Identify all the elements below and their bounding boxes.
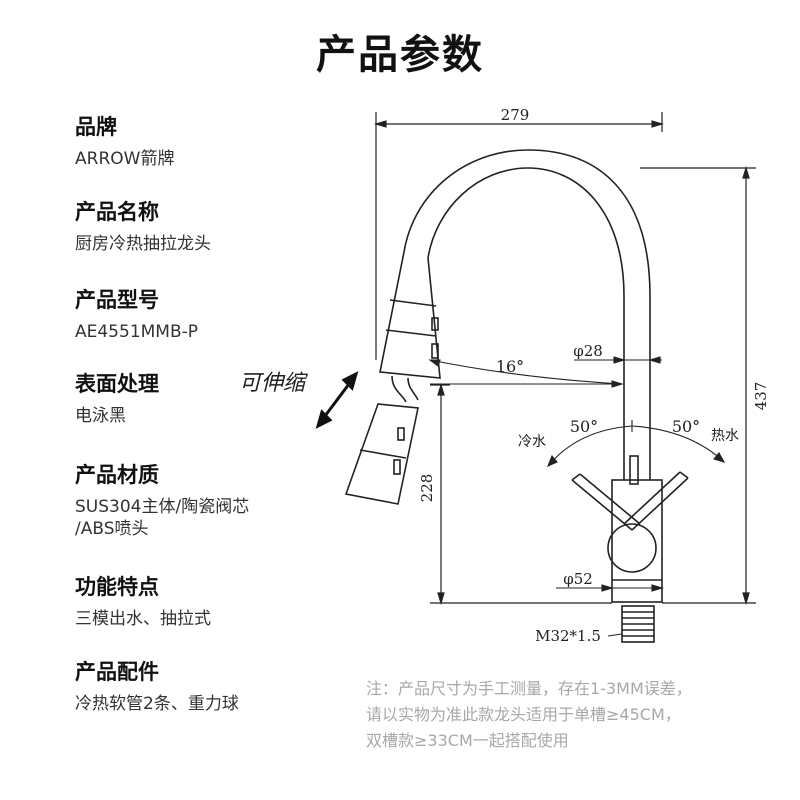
hot-water-label: 热水 — [711, 428, 739, 444]
spec-finish: 表面处理 电泳黑 — [75, 371, 335, 427]
angle-hot-label: 50° — [672, 417, 700, 436]
spec-material: 产品材质 SUS304主体/陶瓷阀芯 /ABS喷头 — [75, 462, 335, 540]
dim-pipe-diameter-label: φ28 — [573, 342, 603, 360]
spec-value: SUS304主体/陶瓷阀芯 /ABS喷头 — [75, 497, 250, 539]
spec-label: 功能特点 — [75, 575, 159, 599]
height-dimension — [640, 165, 756, 606]
page-title: 产品参数 — [316, 32, 484, 78]
dim-base-diameter-label: φ52 — [563, 570, 593, 588]
dim-width-label: 279 — [501, 106, 530, 124]
dim-thread-label: M32*1.5 — [535, 627, 601, 645]
measurement-note: 注：产品尺寸为手工测量，存在1-3MM误差， 请以实物为准此款龙头适用于单槽≥4… — [366, 676, 786, 754]
dim-spout-height-label: 228 — [418, 474, 436, 503]
base-diameter-dimension — [556, 584, 664, 592]
spec-accessories: 产品配件 冷热软管2条、重力球 — [75, 659, 335, 715]
angle-cold-label: 50° — [570, 417, 598, 436]
spec-brand: 品牌 ARROW箭牌 — [75, 114, 335, 170]
spec-label: 产品材质 — [75, 463, 159, 487]
spec-value: AE4551MMB-P — [75, 322, 199, 342]
spec-label: 产品型号 — [75, 288, 159, 312]
faucet-body — [344, 149, 689, 643]
spec-model: 产品型号 AE4551MMB-P — [75, 287, 335, 343]
spec-product-name: 产品名称 厨房冷热抽拉龙头 — [75, 199, 335, 255]
spec-label: 表面处理 — [75, 372, 159, 396]
note-line: 双槽款≥33CM一起搭配使用 — [366, 731, 569, 750]
cold-water-label: 冷水 — [518, 434, 546, 450]
spec-value: 三模出水、抽拉式 — [75, 609, 211, 629]
note-line: 注：产品尺寸为手工测量，存在1-3MM误差， — [366, 679, 692, 698]
handle-rotation-arc — [546, 420, 726, 468]
spec-label: 产品配件 — [75, 660, 159, 684]
spec-value: 厨房冷热抽拉龙头 — [75, 234, 211, 254]
pipe-diameter-dimension — [574, 356, 662, 364]
spec-label: 品牌 — [75, 115, 117, 139]
note-line: 请以实物为准此款龙头适用于单槽≥45CM， — [366, 705, 681, 724]
spec-value: 电泳黑 — [75, 406, 126, 426]
spec-value: 冷热软管2条、重力球 — [75, 694, 239, 714]
dim-height-label: 437 — [752, 382, 770, 411]
spec-value: ARROW箭牌 — [75, 149, 175, 169]
spout-height-dimension — [430, 382, 612, 606]
width-dimension — [373, 112, 665, 360]
spec-label: 产品名称 — [75, 200, 159, 224]
angle-spout-label: 16° — [496, 357, 524, 376]
spout-angle-arc — [428, 359, 624, 388]
spec-features: 功能特点 三模出水、抽拉式 — [75, 574, 335, 630]
